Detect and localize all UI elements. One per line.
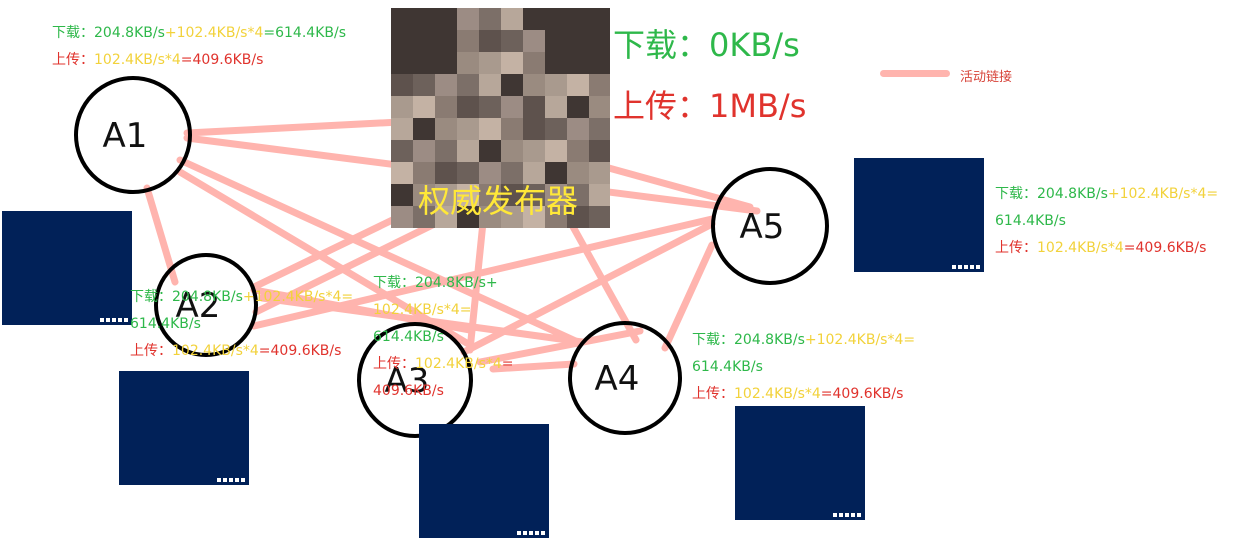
- node-a4-label: A4: [595, 359, 640, 399]
- a2-download-total: 614.4KB/s: [130, 316, 201, 332]
- peer-screen: [119, 371, 249, 485]
- a2-upload-text: 上传：102.4KB/s*4=409.6KB/s: [130, 343, 342, 359]
- active-link: [661, 241, 716, 352]
- a1-upload-text: 上传：102.4KB/s*4=409.6KB/s: [52, 52, 264, 68]
- a5-download-text: 下载：204.8KB/s+102.4KB/s*4=: [995, 186, 1219, 202]
- a2-download-text: 下载：204.8KB/s+102.4KB/s*4=: [130, 289, 354, 305]
- legend-line: [880, 70, 950, 77]
- publisher-photo: [391, 8, 610, 228]
- active-link: [176, 168, 474, 349]
- active-link: [143, 184, 179, 286]
- a3-download-mult: 102.4KB/s*4=: [373, 302, 472, 318]
- a4-download-text: 下载：204.8KB/s+102.4KB/s*4=: [692, 332, 916, 348]
- node-a4-circle: [568, 321, 682, 435]
- node-a3-circle: [357, 322, 473, 438]
- a3-upload-total: 409.6KB/s: [373, 383, 444, 399]
- a3-download-total: 614.4KB/s: [373, 329, 444, 345]
- a4-upload-text: 上传：102.4KB/s*4=409.6KB/s: [692, 386, 904, 402]
- node-a3-label: A3: [385, 361, 430, 401]
- active-link: [460, 220, 716, 356]
- legend-label: 活动链接: [960, 70, 1013, 85]
- node-a5-label: A5: [740, 207, 785, 247]
- peer-screen: [2, 211, 132, 325]
- source-download-text: 下载：0KB/s: [613, 26, 800, 64]
- a3-upload-text: 上传：102.4KB/s*4=: [373, 356, 514, 372]
- node-a2-circle: [154, 253, 258, 357]
- node-a5-circle: [711, 167, 829, 285]
- publisher-label: 权威发布器: [418, 182, 579, 220]
- a5-download-total: 614.4KB/s: [995, 213, 1066, 229]
- source-upload-text: 上传：1MB/s: [613, 87, 807, 125]
- active-link: [476, 327, 644, 366]
- node-a2-label: A2: [176, 286, 221, 326]
- node-a1-label: A1: [103, 116, 148, 156]
- node-a1-circle: [74, 76, 192, 194]
- peer-screen: [419, 424, 549, 538]
- active-link: [250, 215, 716, 330]
- a5-upload-text: 上传：102.4KB/s*4=409.6KB/s: [995, 240, 1207, 256]
- peer-screen: [854, 158, 984, 272]
- a1-download-text: 下载：204.8KB/s+102.4KB/s*4=614.4KB/s: [52, 25, 346, 41]
- a4-download-total: 614.4KB/s: [692, 359, 763, 375]
- active-link: [183, 118, 404, 137]
- active-link: [583, 158, 754, 211]
- peer-screen: [735, 406, 865, 520]
- active-link: [250, 286, 474, 334]
- active-link: [489, 360, 578, 373]
- a3-download-text: 下载：204.8KB/s+: [373, 275, 498, 291]
